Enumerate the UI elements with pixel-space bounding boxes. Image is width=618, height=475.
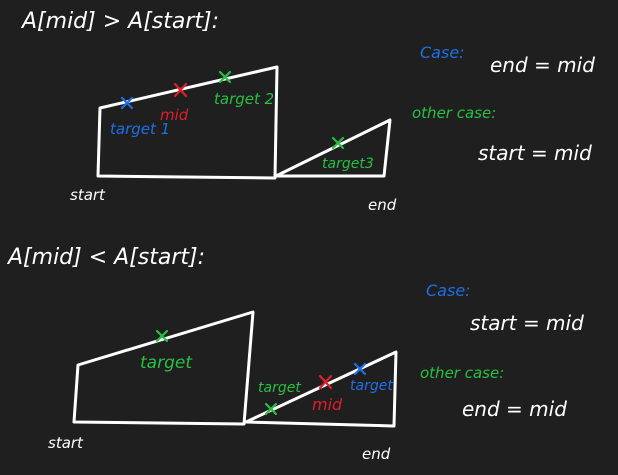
top-case-text: end = mid [490, 53, 595, 77]
top-other-text: start = mid [478, 141, 592, 165]
top-target2-mark [218, 70, 232, 84]
bottom-mid-label: mid [312, 395, 343, 414]
top-other-label: other case: [412, 104, 496, 122]
bottom-case-label: Case: [426, 281, 471, 300]
top-mid-label: mid [160, 106, 189, 124]
top-target3-label: target3 [322, 156, 374, 172]
top-target2-word: target 2 [214, 90, 274, 108]
bottom-target-right-blue-mark [353, 362, 367, 376]
top-heading: A[mid] > A[start]: [20, 9, 219, 34]
bottom-other-text: end = mid [462, 397, 567, 421]
bottom-target-right-blue-label: target [350, 378, 393, 394]
top-target1-word: target 1 [110, 120, 170, 138]
bottom-left-segment [72, 310, 255, 426]
bottom-end-label: end [362, 445, 391, 463]
top-target3-mark [331, 136, 345, 150]
top-mid-mark [173, 82, 188, 98]
bottom-heading: A[mid] < A[start]: [6, 245, 205, 270]
bottom-target-left-label: target [140, 353, 193, 373]
bottom-case-text: start = mid [470, 311, 584, 335]
bottom-mid-mark [318, 374, 333, 390]
top-start-label: start [70, 186, 106, 204]
top-target1-mark [120, 96, 134, 110]
bottom-target-left-mark [155, 329, 169, 343]
top-end-label: end [368, 196, 397, 214]
top-left-segment [96, 65, 279, 180]
top-case-label: Case: [420, 43, 465, 62]
bottom-other-label: other case: [420, 364, 504, 382]
bottom-start-label: start [48, 434, 84, 452]
bottom-target-right-green-mark [264, 402, 278, 416]
bottom-target-right-green-label: target [258, 380, 301, 396]
